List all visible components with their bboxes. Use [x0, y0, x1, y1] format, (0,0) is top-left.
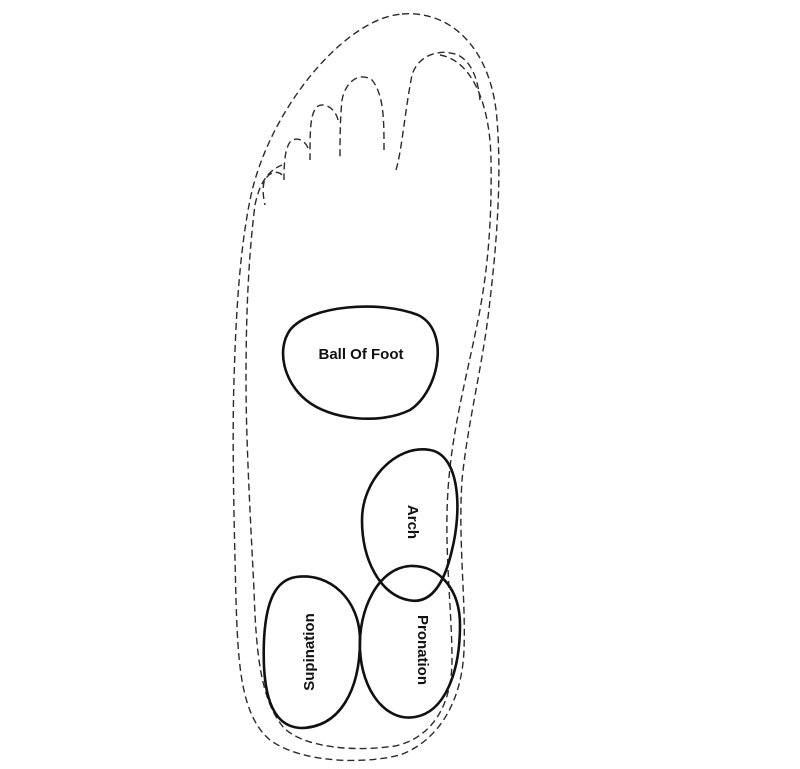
arch-label: Arch	[404, 505, 421, 539]
toe-fourth-outline	[283, 138, 309, 181]
zone-arch: Arch	[360, 448, 459, 603]
toe-second-outline	[339, 76, 385, 161]
supination-label: Supination	[301, 613, 318, 691]
pronation-label: Pronation	[414, 615, 431, 685]
foot-outline-inner	[245, 54, 492, 750]
ball-of-foot-shape	[281, 305, 440, 420]
pronation-shape	[358, 564, 462, 719]
supination-shape	[262, 575, 362, 730]
foot-outline-outer	[232, 13, 500, 762]
toe-third-outline	[309, 104, 339, 161]
zone-ball-of-foot: Ball Of Foot	[281, 305, 440, 420]
arch-shape	[360, 448, 459, 603]
toe-big-outline	[395, 51, 481, 171]
ball-of-foot-label: Ball Of Foot	[319, 346, 404, 363]
zone-supination: Supination	[262, 575, 362, 730]
zone-pronation: Pronation	[358, 564, 462, 719]
toe-fifth-outline	[262, 171, 283, 206]
